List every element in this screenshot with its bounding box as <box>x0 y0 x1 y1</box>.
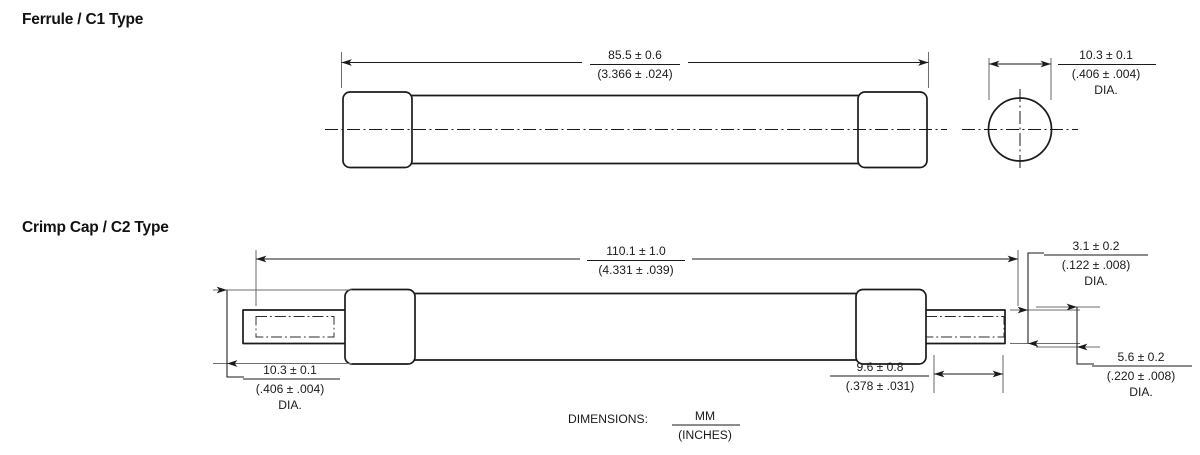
c2-lead-length-mm: 9.6 ± 0.8 <box>857 360 904 374</box>
c1-diameter-mm: 10.3 ± 0.1 <box>1079 48 1133 62</box>
c2-leadoff-leader <box>1076 347 1094 365</box>
c2-left-lead <box>242 309 347 345</box>
c2-lead-offset-inch: (.220 ± .008) <box>1107 369 1176 383</box>
dimensions-units-note: DIMENSIONS: MM (INCHES) <box>568 409 740 442</box>
c2-left-lead-crimp-detail <box>255 316 335 338</box>
c2-body-diameter-inch: (.406 ± .004) <box>256 382 325 396</box>
c2-length-mm: 110.1 ± 1.0 <box>606 244 666 258</box>
c2-body-diameter-mm: 10.3 ± 0.1 <box>263 363 317 377</box>
c2-body-diameter-dimension: 10.3 ± 0.1 (.406 ± .004) DIA. <box>213 286 352 412</box>
dimensions-note-denominator: (INCHES) <box>678 428 732 442</box>
section-title-ferrule-c1: Ferrule / C1 Type <box>22 11 144 28</box>
c2-right-crimp-cap <box>855 288 927 365</box>
c1-diameter-suffix: DIA. <box>1094 83 1118 97</box>
c1-length-mm: 85.5 ± 0.6 <box>608 48 662 62</box>
c1-diameter-dimension: 10.3 ± 0.1 (.406 ± .004) DIA. <box>988 48 1156 100</box>
c2-bodydia-leader <box>226 363 244 378</box>
section-title-crimp-cap-c2: Crimp Cap / C2 Type <box>22 219 169 236</box>
c1-fuse-side-view <box>325 91 947 169</box>
c2-lead-length-inch: (.378 ± .031) <box>846 379 915 393</box>
c2-body-diameter-suffix: DIA. <box>278 398 302 412</box>
c2-leaddia-leader <box>1027 252 1044 310</box>
c2-lead-diameter-dimension: 3.1 ± 0.2 (.122 ± .008) DIA. <box>1010 239 1148 347</box>
dimensions-note-numerator: MM <box>695 409 715 423</box>
c2-lead-diameter-mm: 3.1 ± 0.2 <box>1073 239 1120 253</box>
c2-lead-diameter-inch: (.122 ± .008) <box>1062 258 1131 272</box>
dimensions-note-label: DIMENSIONS: <box>568 412 648 426</box>
c2-lead-offset-mm: 5.6 ± 0.2 <box>1118 350 1165 364</box>
c2-lead-offset-suffix: DIA. <box>1129 385 1153 399</box>
c2-length-inch: (4.331 ± .039) <box>598 263 673 277</box>
c2-body <box>413 292 859 361</box>
c1-length-inch: (3.366 ± .024) <box>597 67 672 81</box>
c1-end-view <box>962 89 1078 170</box>
c2-lead-offset-dimension: 5.6 ± 0.2 (.220 ± .008) DIA. <box>1036 303 1192 399</box>
c2-left-crimp-cap <box>344 288 416 365</box>
c2-fuse-side-view <box>242 288 1006 365</box>
c2-length-dimension: 110.1 ± 1.0 (4.331 ± .039) <box>255 244 1019 306</box>
c2-lead-length-dimension: 9.6 ± 0.8 (.378 ± .031) <box>830 355 1004 393</box>
c1-diameter-inch: (.406 ± .004) <box>1072 67 1141 81</box>
c2-right-lead-crimp-detail <box>925 316 1005 338</box>
c1-length-dimension: 85.5 ± 0.6 (3.366 ± .024) <box>340 48 930 88</box>
c2-lead-diameter-suffix: DIA. <box>1084 274 1108 288</box>
